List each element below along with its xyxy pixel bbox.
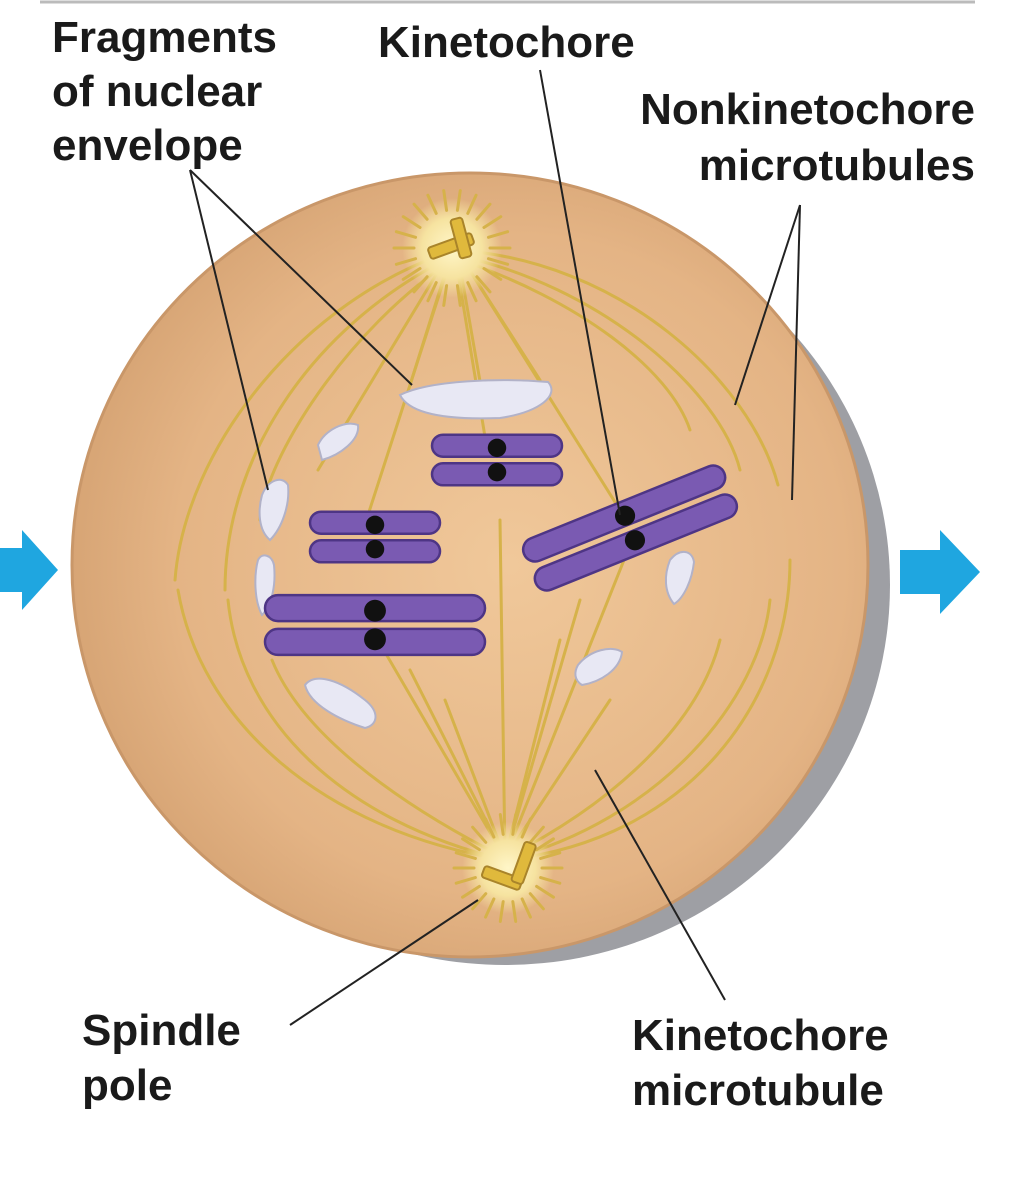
chromosome — [308, 510, 442, 564]
aster-ray — [454, 876, 477, 885]
envelope-fragment — [316, 422, 360, 462]
aster-ray — [426, 193, 438, 215]
kinetochore-dot — [364, 628, 386, 651]
aster-ray — [466, 281, 478, 303]
leader-line-nonkinetochore-2 — [791, 204, 801, 501]
envelope-fragment — [664, 551, 696, 606]
svg-text:Nonkinetochore: Nonkinetochore — [640, 85, 975, 134]
aster-ray — [475, 275, 492, 294]
aster-ray — [498, 813, 505, 836]
aster-ray — [426, 281, 438, 303]
kinetochore-dot — [365, 515, 385, 535]
kinetochore-dot — [365, 539, 385, 559]
aster-ray — [520, 817, 532, 839]
kinetochore-dot — [364, 599, 386, 622]
aster-ray — [455, 284, 462, 307]
label-kinetochore-microtubule: Kinetochore microtubule — [632, 1011, 889, 1115]
aster-ray — [401, 267, 422, 281]
aster-ray — [394, 257, 418, 266]
aster-ray — [442, 189, 449, 212]
aster-ray — [471, 825, 488, 844]
arrow-right-icon — [0, 530, 58, 610]
cell-body — [70, 171, 870, 959]
leader-line-fragments-2 — [189, 169, 269, 491]
aster-ray — [412, 275, 429, 294]
aster-ray — [484, 817, 496, 839]
label-spindle-pole: Spindle pole — [82, 1006, 241, 1110]
svg-text:Fragments: Fragments — [52, 13, 277, 62]
aster-ray — [539, 876, 562, 885]
kinetochore-dot — [487, 462, 507, 482]
aster-ray — [511, 900, 518, 923]
chromosomes — [263, 433, 739, 657]
aster-ray — [520, 897, 532, 919]
svg-text:envelope: envelope — [52, 121, 243, 170]
spindle-pole-bottom — [452, 813, 564, 923]
chromosome — [430, 433, 564, 487]
leader-line-fragments-1 — [189, 169, 413, 386]
aster-ray — [471, 892, 488, 911]
svg-text:of nuclear: of nuclear — [52, 67, 262, 116]
svg-text:pole: pole — [82, 1061, 172, 1110]
leader-lines — [189, 69, 801, 1026]
envelope-fragment — [398, 379, 553, 420]
leader-line-spindle-pole — [289, 899, 479, 1026]
svg-text:microtubules: microtubules — [699, 141, 975, 190]
aster-ray — [535, 837, 555, 852]
leader-line-kinetochore — [539, 69, 621, 516]
aster-ray — [461, 837, 481, 852]
svg-text:Spindle: Spindle — [82, 1006, 241, 1055]
aster-ray — [498, 900, 505, 923]
aster-ray — [539, 851, 562, 860]
aster-ray — [454, 851, 477, 860]
kinetochore-dot — [624, 530, 646, 551]
kinetochore-dot — [487, 438, 507, 458]
aster-ray — [412, 202, 429, 221]
aster-ray — [486, 230, 510, 239]
label-nonkinetochore-microtubules: Nonkinetochore microtubules — [640, 85, 975, 190]
aster-ray — [455, 189, 462, 212]
nuclear-envelope-fragments — [254, 379, 696, 730]
aster-ray — [528, 892, 545, 911]
aster-ray — [486, 257, 510, 266]
envelope-fragment — [574, 647, 624, 687]
leader-line-nonkinetochore-1 — [734, 204, 801, 406]
svg-text:microtubule: microtubule — [632, 1066, 884, 1115]
svg-text:Kinetochore: Kinetochore — [632, 1011, 889, 1060]
spindle-pole-top — [392, 189, 512, 307]
aster-ray — [484, 897, 496, 919]
envelope-fragment — [258, 478, 290, 542]
aster-ray — [511, 813, 518, 836]
aster-ray — [401, 215, 422, 229]
chromosome — [521, 464, 739, 592]
aster-ray — [535, 884, 555, 899]
arrow-right-icon — [900, 530, 980, 614]
aster-ray — [394, 230, 418, 239]
envelope-fragment — [303, 677, 377, 730]
aster-ray — [475, 202, 492, 221]
aster-ray — [482, 267, 503, 281]
aster-ray — [442, 284, 449, 307]
aster-ray — [528, 825, 545, 844]
label-fragments-of-nuclear-envelope: Fragments of nuclear envelope — [52, 13, 277, 170]
aster-ray — [461, 884, 481, 899]
aster-ray — [466, 193, 478, 215]
leader-line-kinetochore-microtubule — [594, 769, 726, 1001]
label-kinetochore: Kinetochore — [378, 18, 635, 67]
aster-ray — [482, 215, 503, 229]
chromosome — [263, 593, 487, 657]
